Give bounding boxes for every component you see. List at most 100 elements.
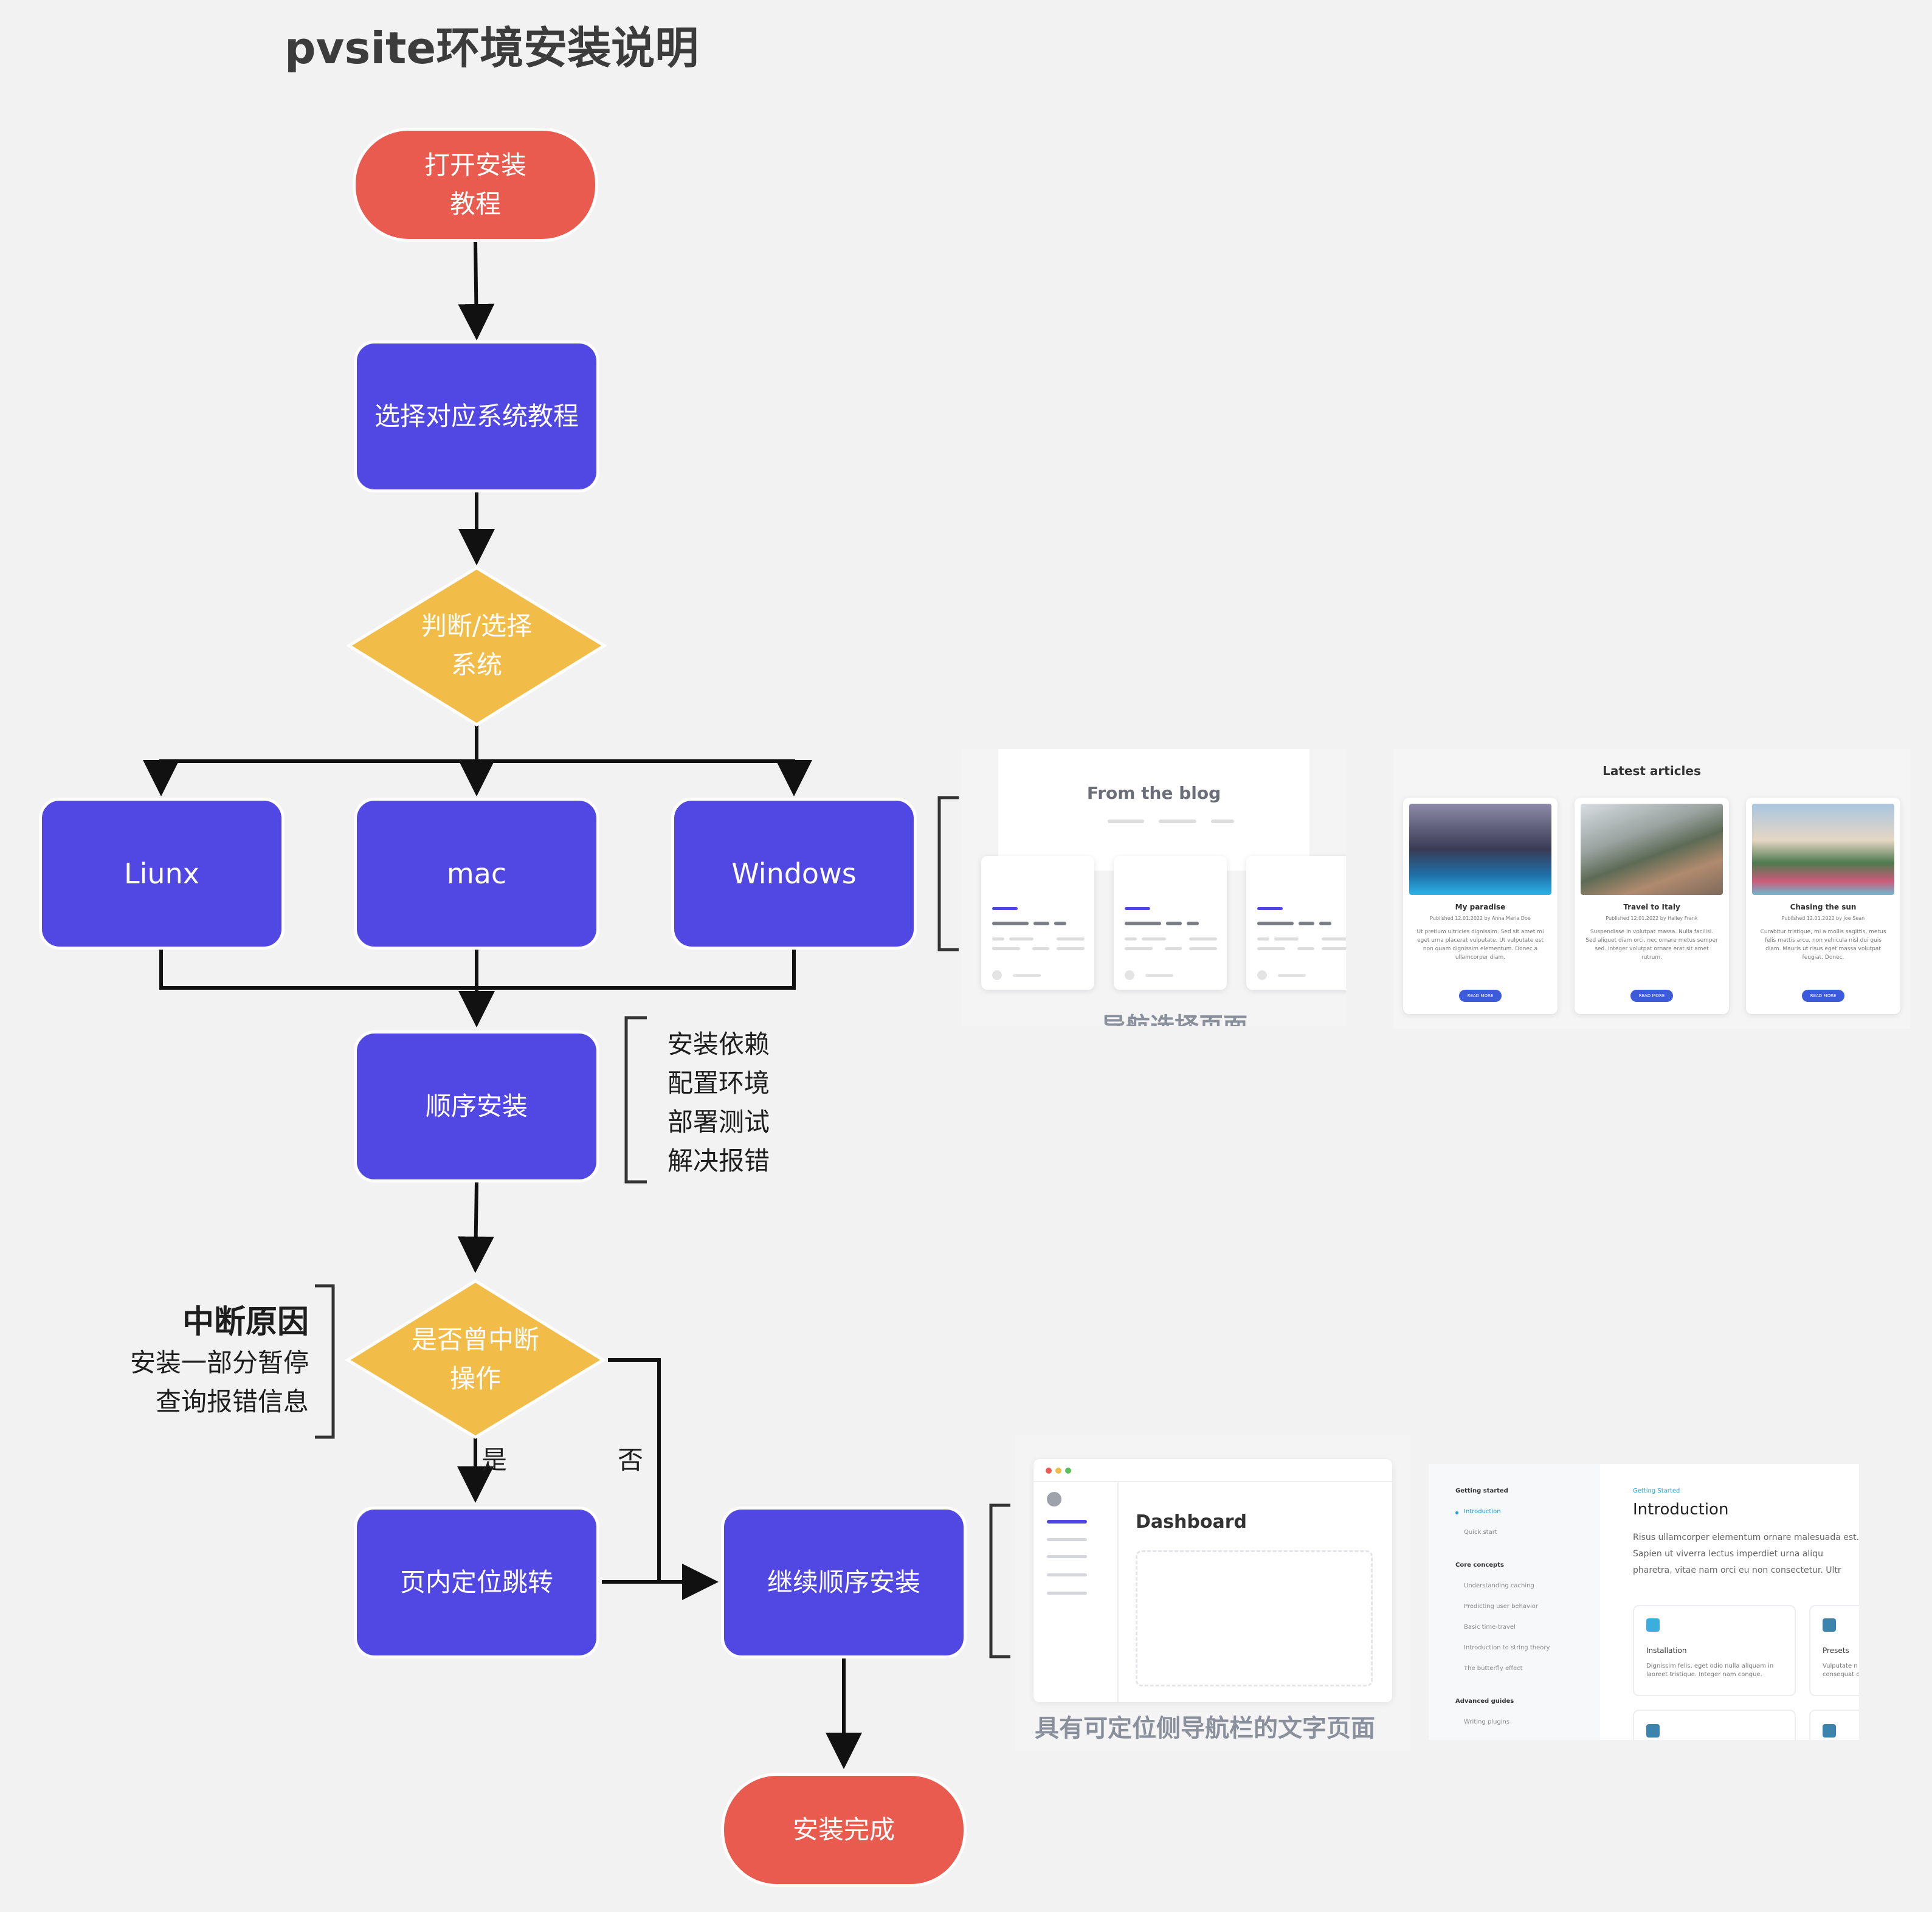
article-meta: Published 12.01.2022 by Anna Maria Doe: [1430, 916, 1531, 921]
docs-card-title: Installation: [1646, 1646, 1687, 1655]
article-meta: Published 12.01.2022 by Halley Frank: [1606, 916, 1698, 921]
docs-section-title: Getting started: [1455, 1488, 1508, 1494]
box-icon: [1646, 1724, 1660, 1738]
docs-eyebrow: Getting Started: [1633, 1488, 1680, 1494]
article-card: My paradise Published 12.01.2022 by Anna…: [1403, 798, 1558, 1014]
sidebar-item[interactable]: [1047, 1538, 1087, 1541]
docs-nav-item[interactable]: Basic time-travel: [1464, 1624, 1516, 1631]
bracket-install-steps: [624, 1016, 647, 1184]
note-interrupt-reason: 安装一部分暂停: [129, 1348, 309, 1378]
articles-heading: Latest articles: [1603, 764, 1701, 778]
docs-card[interactable]: Installation Dignissim felis, eget odio …: [1633, 1605, 1796, 1696]
blog-card: [981, 856, 1094, 990]
read-more-button[interactable]: READ MORE: [1630, 990, 1673, 1002]
sidebar-item[interactable]: [1047, 1573, 1087, 1576]
docs-nav-item[interactable]: Writing plugins: [1464, 1719, 1510, 1725]
brush-icon: [1823, 1724, 1836, 1738]
article-body: Curabitur tristique, mi a mollis sagitti…: [1760, 929, 1886, 961]
note-step: 解决报错: [668, 1146, 770, 1176]
node-linux[interactable]: Liunx: [39, 798, 285, 950]
node-windows[interactable]: Windows: [671, 798, 917, 950]
sidebar-item-active[interactable]: [1047, 1520, 1087, 1524]
dashboard-placeholder: [1136, 1550, 1373, 1686]
note-step: 部署测试: [668, 1107, 770, 1137]
bracket-interrupt: [315, 1284, 335, 1439]
read-more-button[interactable]: READ MORE: [1459, 990, 1502, 1002]
bracket-sidebar-mockups: [989, 1503, 1010, 1658]
decision-diamond-interrupt: [345, 1279, 606, 1439]
node-continue-install[interactable]: 继续顺序安装: [721, 1506, 967, 1658]
article-image: [1581, 804, 1723, 895]
blog-card: [1114, 856, 1227, 990]
docs-nav-item-active[interactable]: Introduction: [1464, 1508, 1501, 1515]
docs-nav-item[interactable]: Understanding caching: [1464, 1582, 1534, 1589]
docs-section-title: Advanced guides: [1455, 1698, 1514, 1705]
window-dot-red: [1046, 1468, 1052, 1474]
mockup-blog: From the blog: [962, 749, 1346, 1026]
article-image: [1752, 804, 1894, 895]
note-install-steps: 安装依赖 配置环境 部署测试 解决报错: [668, 1025, 770, 1181]
docs-card[interactable]: [1809, 1710, 1859, 1740]
dashboard-heading: Dashboard: [1136, 1511, 1247, 1533]
edge-label-no: 否: [618, 1445, 644, 1475]
note-step: 安装依赖: [668, 1029, 770, 1059]
docs-card[interactable]: Presets Vulputate n consequat c: [1809, 1605, 1859, 1696]
node-interrupted-label[interactable]: 是否曾中断 操作: [411, 1325, 539, 1393]
docs-nav-item[interactable]: Quick start: [1464, 1529, 1497, 1536]
node-choose-tutorial[interactable]: 选择对应系统教程: [354, 340, 599, 492]
docs-card-body: Vulputate n consequat c: [1823, 1663, 1859, 1678]
article-meta: Published 12.01.2022 by Joe Sean: [1781, 916, 1865, 921]
docs-nav-item[interactable]: Predicting user behavior: [1464, 1603, 1538, 1610]
caption-nav-page: 导航选择页面: [1102, 1007, 1247, 1026]
edge-label-yes: 是: [481, 1445, 508, 1475]
edge-install-to-interrupt: [457, 1182, 494, 1273]
grid-icon: [1823, 1618, 1836, 1632]
note-step: 配置环境: [668, 1068, 770, 1098]
read-more-button[interactable]: READ MORE: [1802, 990, 1844, 1002]
caption-sidebar-page: 具有可定位侧导航栏的文字页面: [1035, 1714, 1375, 1742]
docs-nav-item[interactable]: Introduction to string theory: [1464, 1645, 1550, 1651]
article-card: Chasing the sun Published 12.01.2022 by …: [1746, 798, 1900, 1014]
node-page-jump[interactable]: 页内定位跳转: [354, 1506, 599, 1658]
node-start[interactable]: 打开安装 教程: [353, 128, 598, 242]
edge-start-to-choose: [458, 241, 495, 340]
node-done[interactable]: 安装完成: [721, 1773, 967, 1887]
article-title: Travel to Italy: [1623, 903, 1680, 911]
docs-card[interactable]: [1633, 1710, 1796, 1740]
decision-diamond-system: [346, 566, 607, 726]
docs-card-body: Dignissim felis, eget odio nulla aliquam…: [1646, 1663, 1774, 1678]
note-interrupt-reason: 查询报错信息: [155, 1387, 309, 1417]
node-mac[interactable]: mac: [354, 798, 599, 950]
docs-sidebar: [1429, 1464, 1600, 1740]
sidebar-item[interactable]: [1047, 1555, 1087, 1558]
avatar: [1047, 1492, 1061, 1506]
node-decide-system-label[interactable]: 判断/选择 系统: [421, 611, 533, 680]
active-dot-icon: [1455, 1511, 1458, 1514]
blog-card: [1246, 856, 1346, 990]
rocket-icon: [1646, 1618, 1660, 1632]
mockup-dashboard: Dashboard 具有可定位侧导航栏的文字页面: [1015, 1435, 1410, 1751]
node-sequential-install[interactable]: 顺序安装: [354, 1030, 599, 1182]
article-card: Travel to Italy Published 12.01.2022 by …: [1575, 798, 1729, 1014]
article-body: Ut pretium ultricies dignissim. Sed sit …: [1416, 929, 1544, 961]
docs-heading: Introduction: [1633, 1500, 1729, 1519]
page-title: pvsite环境安装说明: [285, 22, 699, 74]
docs-nav-item[interactable]: The butterfly effect: [1464, 1665, 1523, 1672]
docs-card-title: Presets: [1823, 1646, 1849, 1655]
mockup-docs: Getting started Introduction Quick start…: [1429, 1464, 1859, 1740]
mockup-articles: Latest articles My paradise Published 12…: [1393, 749, 1910, 1029]
window-dot-green: [1065, 1468, 1071, 1474]
article-image: [1409, 804, 1551, 895]
article-title: Chasing the sun: [1790, 903, 1857, 911]
docs-body: Risus ullamcorper elementum ornare males…: [1633, 1533, 1859, 1575]
bracket-nav-mockups: [937, 796, 959, 951]
note-interrupt-title: 中断原因: [182, 1304, 309, 1341]
note-interrupt: 中断原因 安装一部分暂停 查询报错信息: [130, 1301, 309, 1421]
article-title: My paradise: [1455, 903, 1506, 911]
docs-section-title: Core concepts: [1455, 1562, 1504, 1569]
blog-heading: From the blog: [1086, 783, 1221, 803]
article-body: Suspendisse in volutpat massa. Nulla fac…: [1585, 929, 1718, 961]
sidebar-item[interactable]: [1047, 1592, 1087, 1595]
window-dot-yellow: [1055, 1468, 1061, 1474]
